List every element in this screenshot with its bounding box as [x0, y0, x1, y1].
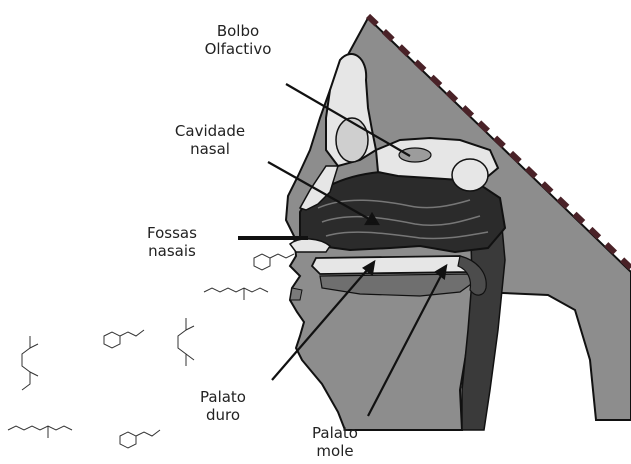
- lips: [290, 288, 302, 300]
- label-bulbo-olfactivo: Bolbo Olfactivo: [178, 22, 298, 58]
- label-bulbo-line1: Bolbo: [178, 22, 298, 40]
- label-cavidade-nasal: Cavidade nasal: [150, 122, 270, 158]
- molecule-chain-top: [204, 288, 268, 300]
- label-cavidade-line1: Cavidade: [150, 122, 270, 140]
- molecule-vertical-right: [178, 318, 194, 366]
- label-palato-duro-line1: Palato: [178, 388, 268, 406]
- frontal-sinus: [336, 118, 368, 162]
- label-fossas-nasais: Fossas nasais: [122, 224, 222, 260]
- label-cavidade-line2: nasal: [150, 140, 270, 158]
- molecule-benzyl-near-nose: [254, 254, 294, 270]
- molecule-benzyl-middle: [104, 330, 144, 348]
- molecule-benzyl-bottom: [120, 430, 160, 448]
- label-palato-mole: Palato mole: [290, 424, 380, 460]
- label-palato-duro-line2: duro: [178, 406, 268, 424]
- molecule-vertical-left: [22, 336, 38, 390]
- label-fossas-line1: Fossas: [122, 224, 222, 242]
- label-palato-duro: Palato duro: [178, 388, 268, 424]
- molecule-chain-bottom: [8, 426, 72, 438]
- label-palato-mole-line2: mole: [290, 442, 380, 460]
- label-fossas-line2: nasais: [122, 242, 222, 260]
- label-palato-mole-line1: Palato: [290, 424, 380, 442]
- label-bulbo-line2: Olfactivo: [178, 40, 298, 58]
- sphenoid-sinus: [452, 159, 488, 191]
- olfactory-bulb: [399, 148, 431, 162]
